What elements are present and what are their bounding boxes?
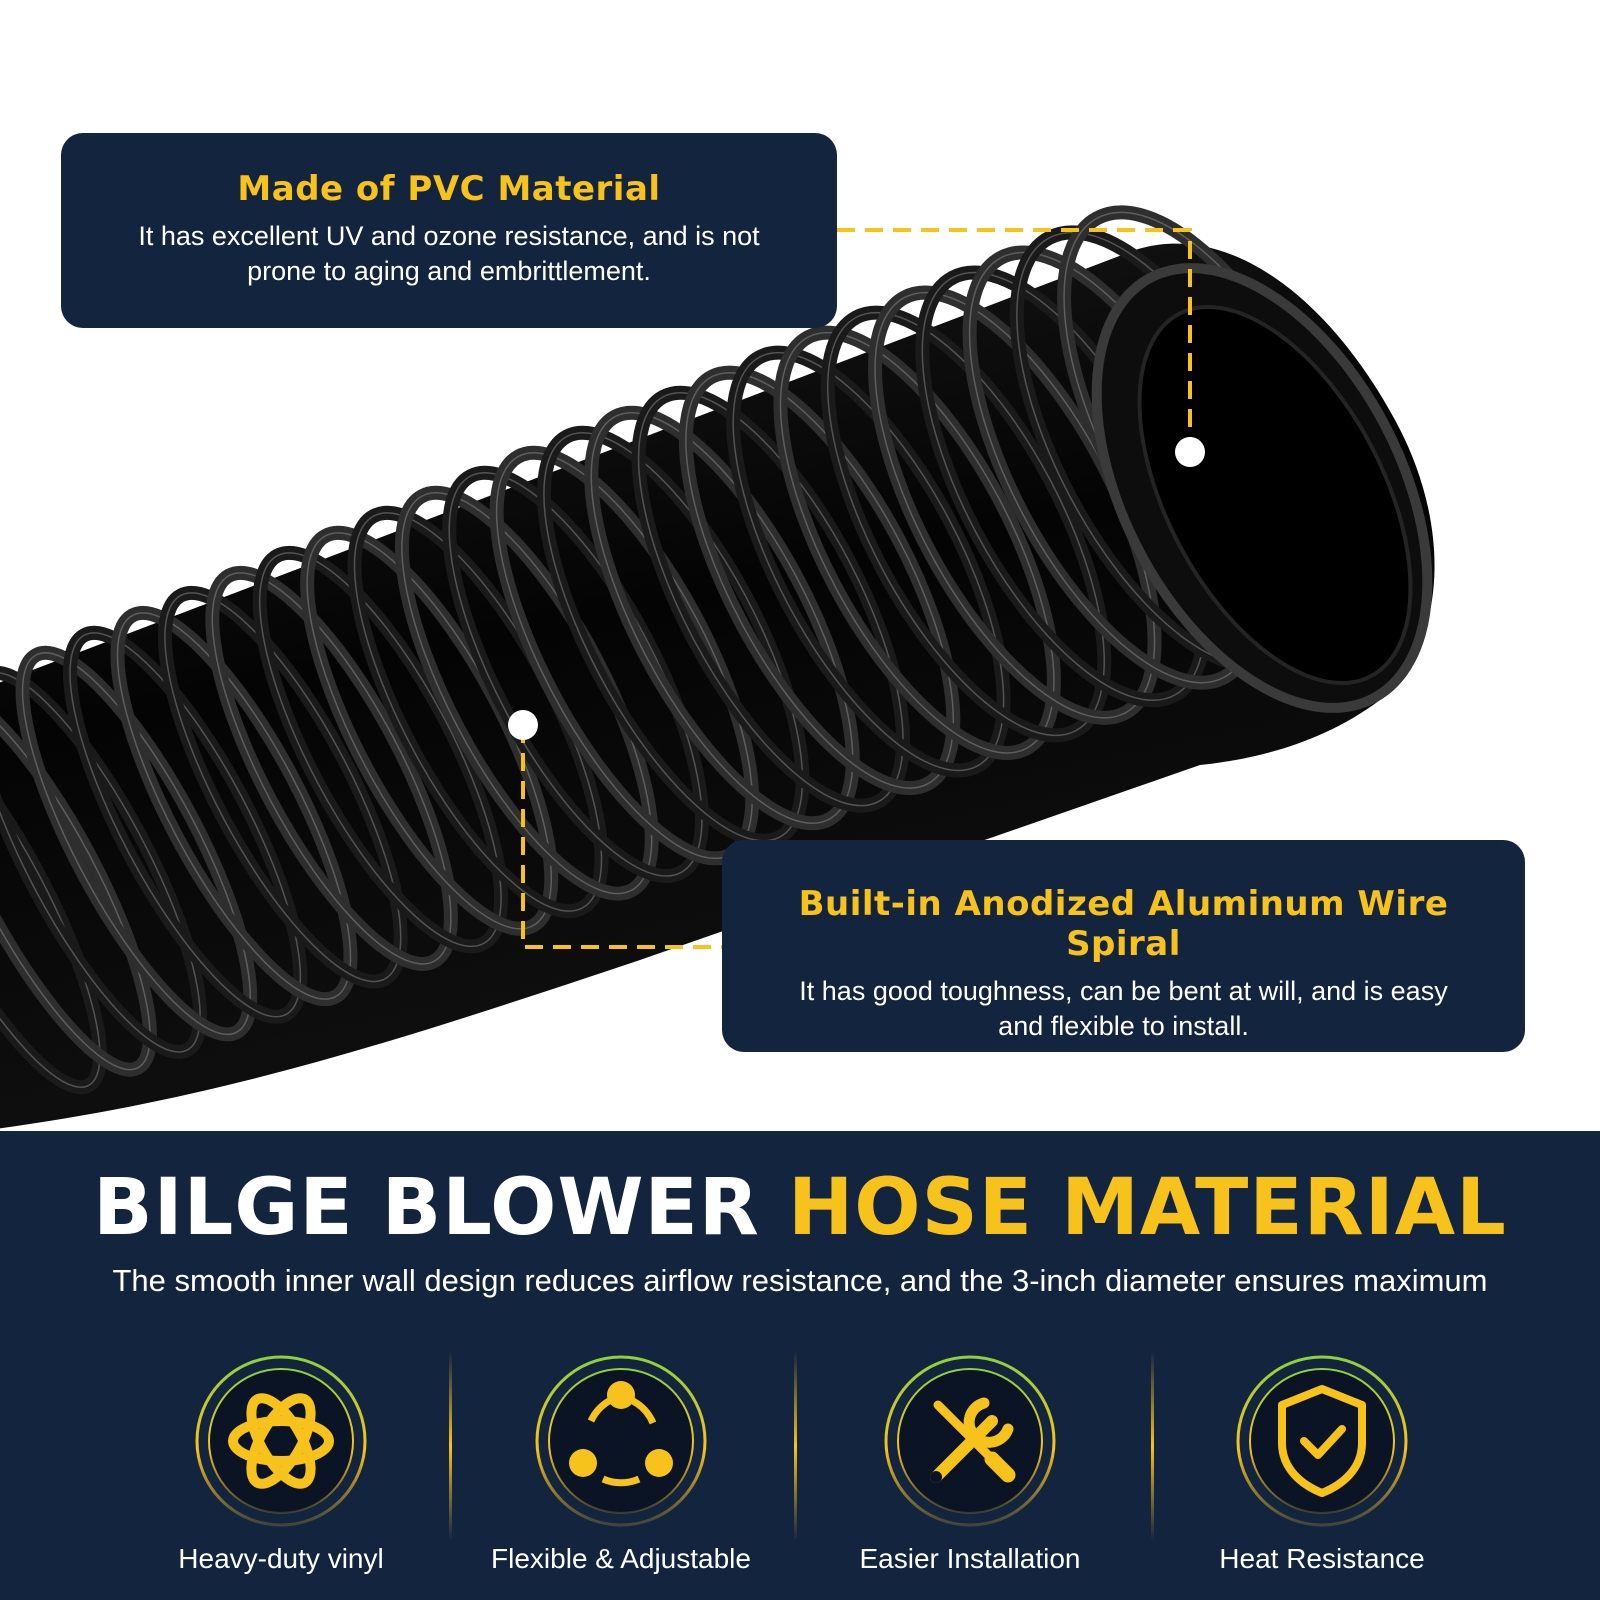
hose-wire-highlight [685, 371, 955, 789]
callout-aluminum-wire: Built-in Anodized Aluminum Wire Spiral I… [722, 840, 1525, 1052]
feature-divider [794, 1351, 797, 1541]
callout-desc-line: It has good toughness, can be bent at wi… [799, 976, 1448, 1006]
hose-opening-inner [1137, 305, 1413, 685]
feature-easier-installation: Easier Installation [810, 1351, 1130, 1575]
callout-desc-line: It has excellent UV and ozone resistance… [138, 221, 760, 251]
hose-wire-highlight [164, 592, 402, 983]
hose-rib [0, 665, 208, 1059]
headline-white: BILGE BLOWER [93, 1163, 760, 1253]
hose-rib [252, 545, 509, 954]
hose-wire-highlight [779, 331, 1055, 754]
hose-wire-highlight [0, 672, 201, 1053]
hose-rib [63, 625, 308, 1024]
hose-rib [726, 345, 1011, 778]
callout-title: Built-in Anodized Aluminum Wire Spiral [798, 884, 1449, 964]
hose-rib [15, 645, 258, 1042]
callout-desc-line: prone to aging and embrittlement. [247, 256, 651, 286]
hose-rib [584, 405, 860, 831]
hose-wire-highlight [21, 652, 251, 1036]
hose-wire-highlight [732, 351, 1005, 772]
hose-wire-highlight [827, 311, 1105, 737]
hose-wire-highlight [211, 572, 452, 965]
callout-description: It has good toughness, can be bent at wi… [742, 974, 1505, 1044]
callout-pvc-material: Made of PVC Material It has excellent UV… [61, 133, 837, 328]
feature-label: Flexible & Adjustable [491, 1543, 751, 1574]
hose-wire-highlight [0, 692, 151, 1071]
hose-rib [205, 565, 458, 971]
feature-label: Heat Resistance [1219, 1543, 1425, 1574]
wrench-screwdriver-icon [884, 1355, 1056, 1527]
headline: BILGE BLOWER HOSE MATERIAL [0, 1163, 1600, 1253]
hose-photo [0, 205, 1435, 1129]
hose-wire-highlight [69, 632, 302, 1018]
subline: The smooth inner wall design reduces air… [112, 1263, 1488, 1298]
headline-yellow: HOSE MATERIAL [788, 1163, 1507, 1253]
wire-leader-dot [508, 710, 538, 740]
feature-label: Easier Installation [859, 1543, 1081, 1574]
hose-ribs [0, 205, 1363, 1095]
hose-rib [0, 685, 157, 1077]
feature-label: Heavy-duty vinyl [178, 1543, 384, 1574]
hose-rib [442, 465, 709, 883]
feature-panel: BILGE BLOWER HOSE MATERIAL The smooth in… [0, 1131, 1600, 1600]
hose-rib [536, 425, 810, 848]
hose-rib [157, 585, 408, 989]
connected-nodes-icon [535, 1355, 707, 1527]
feature-divider [449, 1351, 452, 1541]
feature-heat-resistance: Heat Resistance [1162, 1351, 1482, 1575]
hose-wire-highlight [543, 432, 804, 842]
feature-heavy-duty-vinyl: Heavy-duty vinyl [121, 1351, 441, 1575]
hose-wire-highlight [116, 612, 352, 1000]
hose-wire-highlight [637, 391, 904, 807]
hose-wire-highlight [0, 712, 101, 1088]
hose-rib [110, 605, 358, 1007]
callout-description: It has excellent UV and ozone resistance… [121, 219, 777, 289]
pvc-leader-line [837, 228, 1192, 452]
callout-title: Made of PVC Material [237, 169, 661, 209]
shield-check-icon [1236, 1355, 1408, 1527]
hose-wire-highlight [258, 552, 502, 948]
feature-divider [1151, 1351, 1154, 1541]
hose-rib [678, 365, 961, 796]
feature-flexible-adjustable: Flexible & Adjustable [461, 1351, 781, 1575]
pvc-leader-dot [1175, 437, 1205, 467]
hose-wire-highlight [590, 412, 854, 824]
atom-icon [195, 1355, 367, 1527]
callout-desc-line: and flexible to install. [998, 1011, 1249, 1041]
wire-leader-line [521, 725, 722, 949]
hose-rib [773, 325, 1061, 760]
hose-rib [631, 385, 911, 813]
hose-rib [820, 305, 1112, 743]
hose-wire-highlight [448, 472, 703, 877]
hose-rib [0, 705, 107, 1095]
